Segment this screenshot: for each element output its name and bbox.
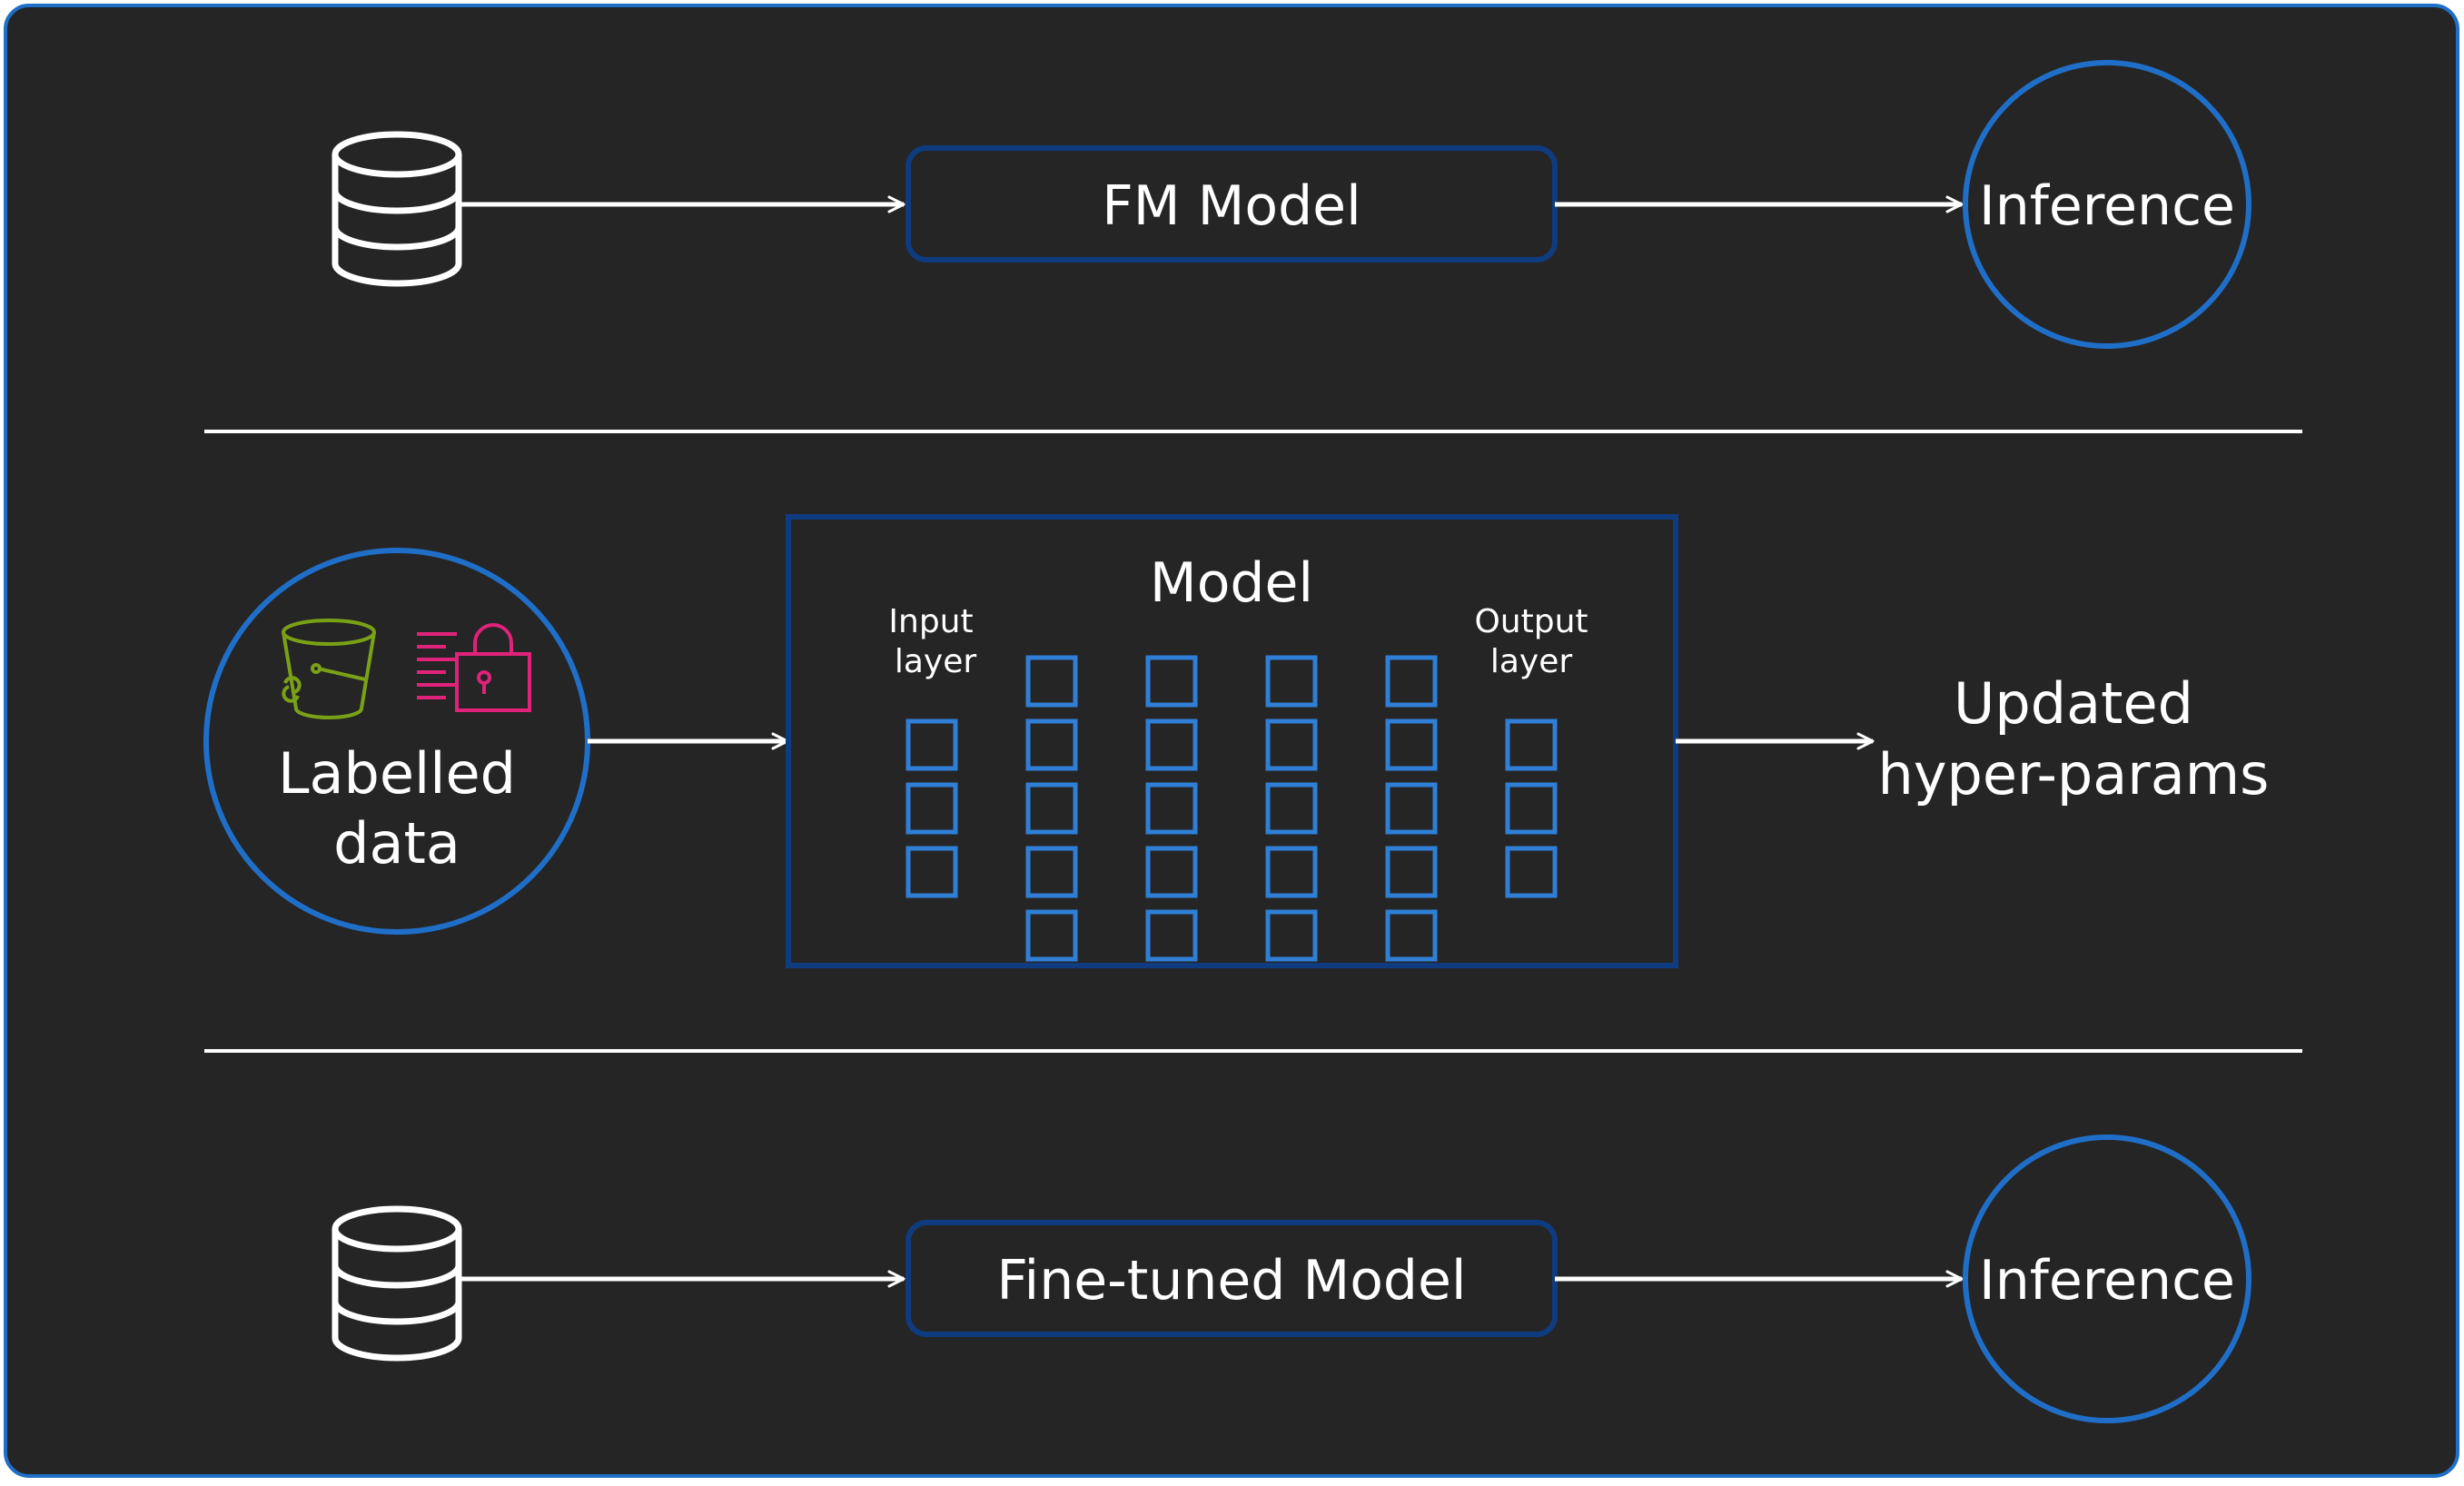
layer-1-node-3 — [905, 846, 958, 898]
bottom-model-label: Fine-tuned Model — [996, 1249, 1466, 1313]
top-inference-circle — [1963, 60, 2251, 349]
layer-1-node-1 — [905, 718, 958, 771]
layer-3-node-2 — [1145, 718, 1198, 771]
layer-3-node-1 — [1145, 655, 1198, 708]
bottom-database-icon — [332, 1205, 462, 1362]
input-layer-line1: Input — [888, 603, 973, 640]
top-database-icon — [332, 131, 462, 287]
labelled-data-line2: data — [333, 810, 460, 877]
top-inference-label: Inference — [1979, 174, 2235, 238]
layer-6-node-1 — [1505, 718, 1558, 771]
bottom-inference-label: Inference — [1979, 1249, 2235, 1313]
layer-2-node-4 — [1025, 846, 1078, 898]
layer-3-node-5 — [1145, 909, 1198, 962]
layer-2-node-5 — [1025, 909, 1078, 962]
layer-3-node-3 — [1145, 782, 1198, 835]
bottom-inference-circle — [1963, 1134, 2251, 1423]
input-layer-line2: layer — [895, 643, 977, 680]
layer-4-node-1 — [1265, 655, 1318, 708]
s3-bucket-icon — [282, 619, 376, 719]
layer-6-node-3 — [1505, 846, 1558, 898]
neural-model-title: Model — [1150, 551, 1313, 615]
lock-icon — [417, 623, 531, 712]
layer-6-node-2 — [1505, 782, 1558, 835]
layer-2-node-2 — [1025, 718, 1078, 771]
layer-5-node-5 — [1385, 909, 1438, 962]
result-line2: hyper-params — [1878, 741, 2270, 807]
layer-5-node-3 — [1385, 782, 1438, 835]
output-layer-line2: layer — [1490, 643, 1573, 680]
output-layer-line1: Output — [1474, 603, 1588, 640]
layer-5-node-1 — [1385, 655, 1438, 708]
layer-2-node-3 — [1025, 782, 1078, 835]
layer-4-node-5 — [1265, 909, 1318, 962]
layer-5-node-4 — [1385, 846, 1438, 898]
layer-2-node-1 — [1025, 655, 1078, 708]
top-model-label: FM Model — [1102, 174, 1361, 238]
layer-4-node-4 — [1265, 846, 1318, 898]
layer-4-node-3 — [1265, 782, 1318, 835]
layer-5-node-2 — [1385, 718, 1438, 771]
layer-4-node-2 — [1265, 718, 1318, 771]
layer-3-node-4 — [1145, 846, 1198, 898]
result-line1: Updated — [1954, 670, 2193, 737]
labelled-data-line1: Labelled — [278, 740, 516, 807]
diagram-frame — [4, 4, 2459, 1478]
layer-1-node-2 — [905, 782, 958, 835]
neural-layer-grid — [905, 655, 1558, 962]
